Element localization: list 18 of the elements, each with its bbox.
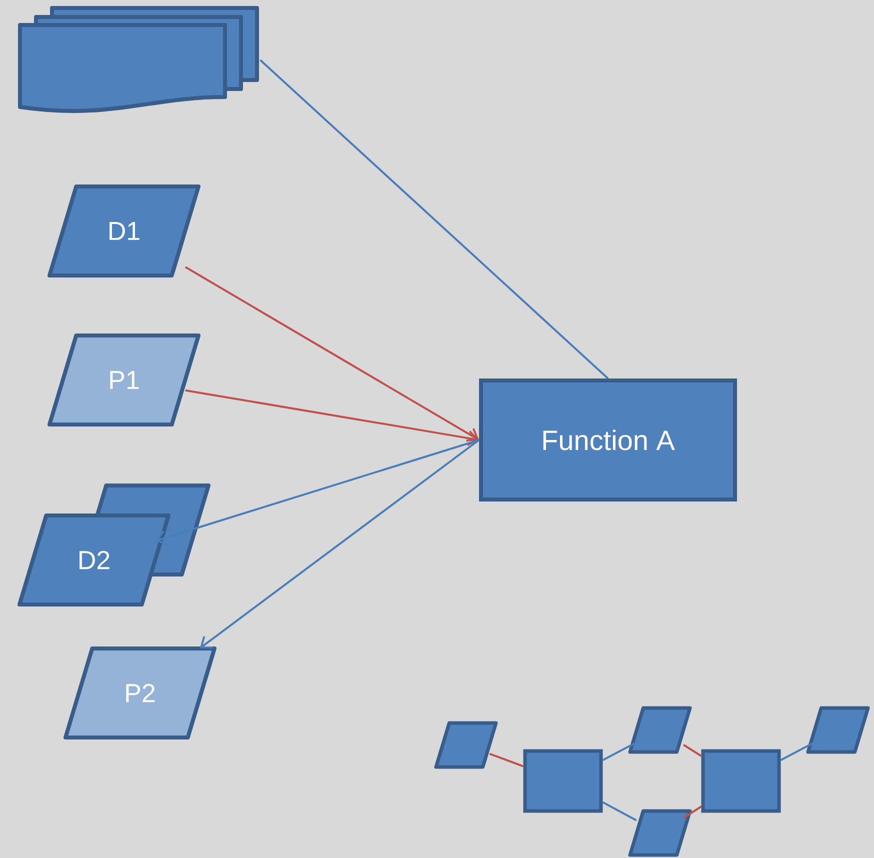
data-parallelogram: P1 [48,334,200,426]
process-box [701,749,781,813]
connector-line [489,752,524,768]
arrow [200,439,480,649]
stacked-data-parallelograms: D2 [18,484,210,606]
arrow [155,439,480,546]
process-box [523,749,603,813]
connector-line [683,744,702,757]
connector-line [602,801,637,822]
arrow [184,266,479,442]
connector-line [780,742,815,761]
connector-line [602,742,637,761]
document-stack-shape [18,6,259,113]
data-parallelogram: P2 [64,646,216,740]
connector-line [683,806,702,819]
connector-line [260,59,609,380]
process-box: Function A [479,378,737,502]
data-parallelogram: D1 [48,184,200,278]
